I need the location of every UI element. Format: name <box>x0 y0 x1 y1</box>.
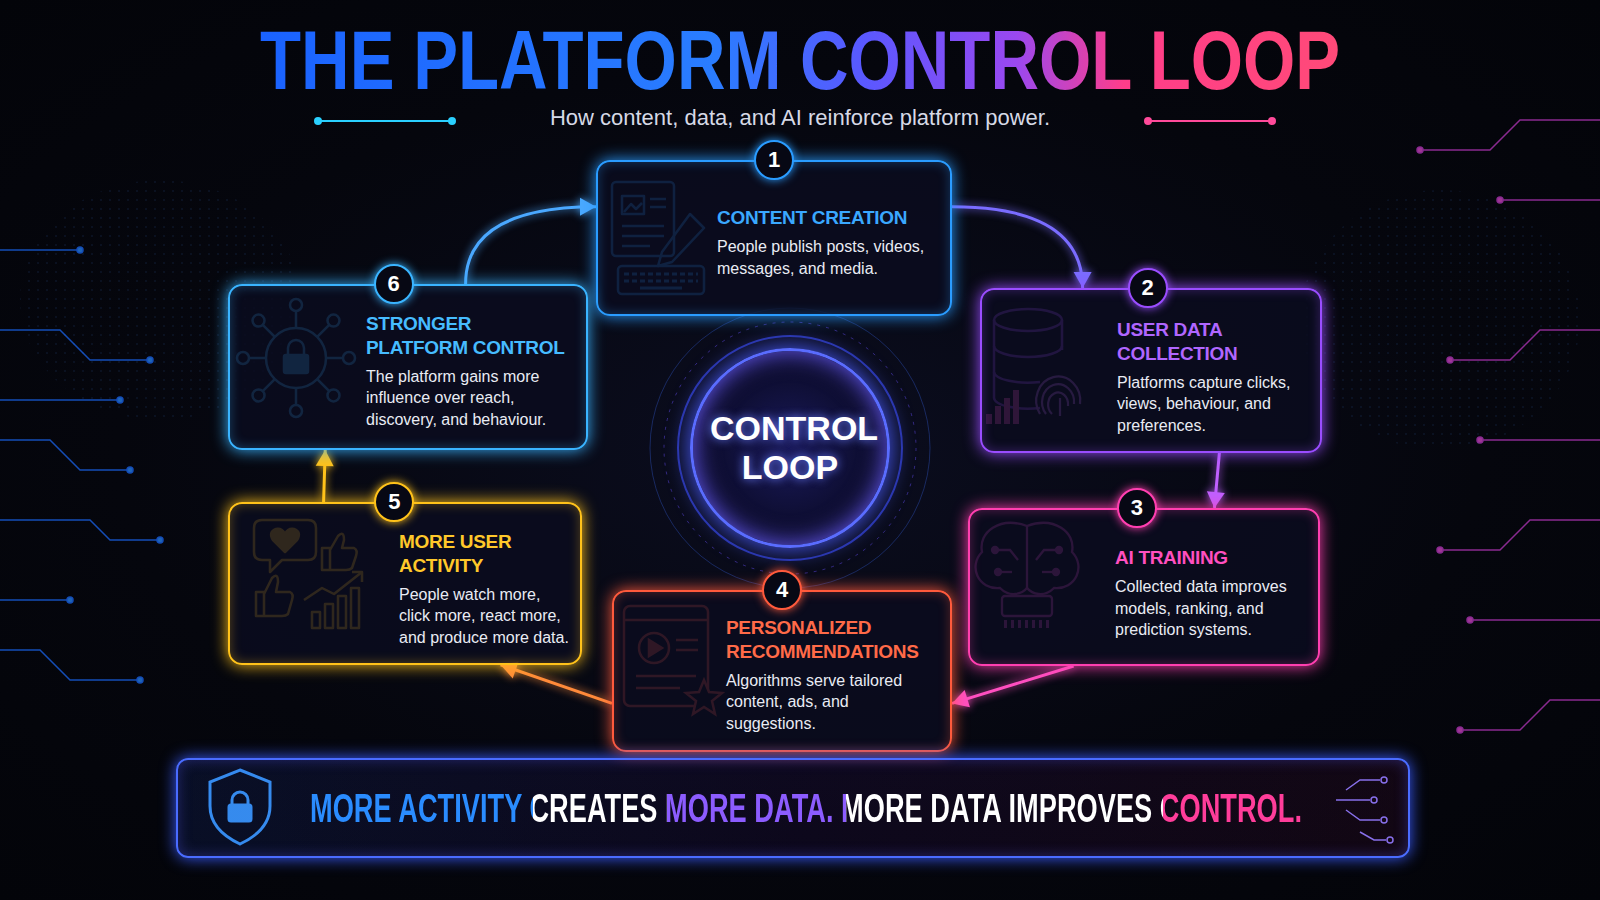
arrow-head <box>580 198 596 216</box>
box-description: Platforms capture clicks, views, behavio… <box>1117 372 1310 437</box>
flow-arrow <box>501 661 612 703</box>
ai-training-box: AI TRAINING Collected data improves model… <box>968 508 1320 666</box>
box-description: People watch more, click more, react mor… <box>399 584 570 649</box>
control-box: STRONGER PLATFORM CONTROL The platform ga… <box>228 284 588 450</box>
loop-circle: CONTROL LOOP <box>690 348 890 548</box>
arrow-head <box>1207 491 1225 508</box>
diagram-title: THE PLATFORM CONTROL LOOP <box>260 12 1340 108</box>
flow-arrow <box>952 207 1092 288</box>
activity-box: MORE USER ACTIVITY People watch more, cli… <box>228 502 582 665</box>
center-rings <box>650 308 930 588</box>
box-heading: MORE USER ACTIVITY <box>399 530 570 578</box>
box-description: People publish posts, videos, messages, … <box>717 236 940 280</box>
circuit-lines <box>0 120 1600 733</box>
callout-number: 3 <box>1117 488 1157 528</box>
connector-line <box>501 665 612 704</box>
summary-banner: MORE ACTIVITY CREATES MORE DATA. MORE DA… <box>176 758 1410 858</box>
connector-line <box>466 207 596 284</box>
box-heading: PERSONALIZED RECOMMENDATIONS <box>726 616 940 664</box>
box-heading: USER DATA COLLECTION <box>1117 318 1310 366</box>
box-heading: STRONGER PLATFORM CONTROL <box>366 312 576 360</box>
data-collection-box: USER DATA COLLECTION Platforms capture cl… <box>980 288 1322 453</box>
connector-line <box>952 207 1083 288</box>
arrow-head <box>1074 272 1092 288</box>
summary-text: MORE ACTIVITY CREATES MORE DATA. MORE DA… <box>310 784 1302 832</box>
box-description: The platform gains more influence over r… <box>366 366 576 431</box>
box-heading: AI TRAINING <box>1115 546 1308 570</box>
arrow-head <box>952 690 970 707</box>
callout-number: 1 <box>754 140 794 180</box>
recommendation-box: PERSONALIZED RECOMMENDATIONS Algorithms s… <box>612 590 952 752</box>
box-description: Collected data improves models, ranking,… <box>1115 576 1308 641</box>
flow-arrow <box>1207 453 1225 508</box>
box-heading: CONTENT CREATION <box>717 206 940 230</box>
title-row: THE PLATFORM CONTROL LOOP <box>0 12 1600 108</box>
callout-number: 4 <box>762 570 802 610</box>
box-description: Algorithms serve tailored content, ads, … <box>726 670 940 735</box>
flow-arrow <box>952 666 1074 707</box>
callout-number: 2 <box>1128 268 1168 308</box>
loop-label: CONTROL LOOP <box>710 409 870 487</box>
connector-line <box>952 666 1074 703</box>
subtitle: How content, data, and AI reinforce plat… <box>0 105 1600 131</box>
flow-arrow <box>316 450 334 502</box>
callout-number: 6 <box>374 264 414 304</box>
content-creation-box: CONTENT CREATION People publish posts, vi… <box>596 160 952 316</box>
arrow-head <box>316 450 334 466</box>
flow-arrow <box>466 198 596 284</box>
